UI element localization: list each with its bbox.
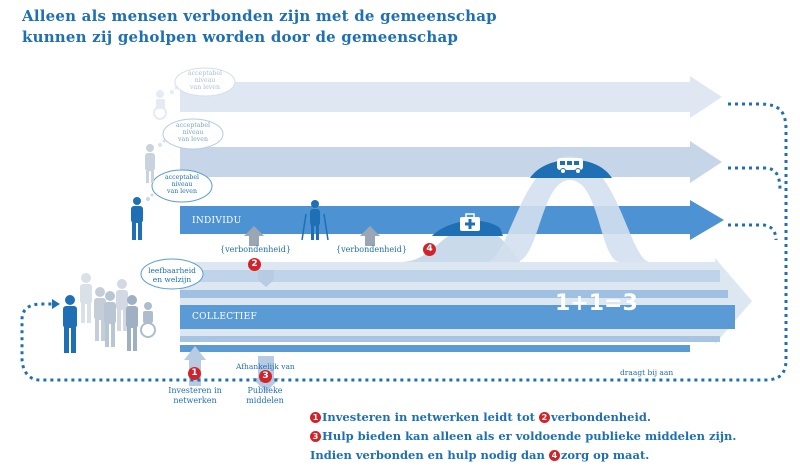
cloud-2-text: acceptabel niveau van leven: [168, 122, 218, 143]
publieke-line-2: middelen: [246, 396, 284, 405]
investeren-line-2: netwerken: [173, 396, 217, 405]
wheelchair-icon: [153, 90, 167, 120]
bubble-dots-1: [170, 86, 178, 94]
cloud-2-line-2: niveau: [182, 129, 204, 136]
medical-kit-icon: [460, 213, 480, 231]
marker-4: 4: [423, 243, 436, 256]
cloud-4-line-1: leefbaarheid: [148, 266, 196, 275]
cloud-1: [174, 67, 236, 97]
legend-num-2: 2: [538, 412, 550, 423]
big-arch: [485, 156, 650, 262]
person-icon: [104, 291, 116, 347]
legend-text-3b: zorg op maat.: [560, 448, 650, 462]
legend-num-3: 3: [310, 431, 321, 442]
verbondenheid-text-1: verbondenheid: [225, 245, 286, 254]
cloud-1-text: acceptabel niveau van leven: [180, 70, 230, 91]
person-icon: [126, 295, 138, 351]
cloud-4: [140, 258, 204, 290]
cloud-3-line-2: niveau: [171, 181, 193, 188]
publieke-line-1: Publieke: [247, 386, 283, 395]
lane-collectief: [180, 258, 752, 352]
ambulance-icon: [557, 158, 583, 174]
cloud-1-line-3: van leven: [190, 84, 220, 91]
person-icon: [63, 295, 77, 353]
legend-text-1b: verbondenheid.: [550, 410, 651, 424]
cloud-2-line-3: van leven: [178, 136, 208, 143]
person-icon: [94, 287, 106, 341]
draagt-label: draagt bij aan: [620, 368, 674, 377]
publieke-label: Publieke middelen: [240, 386, 290, 406]
marker-3: 3: [259, 370, 272, 383]
verbondenheid-arrow-2: [360, 226, 380, 246]
verbondenheid-text-2: verbondenheid: [341, 245, 402, 254]
cloud-2: [162, 118, 224, 150]
equation-label: 1+1=3: [555, 291, 638, 316]
verbondenheid-label-2: {verbondenheid}: [336, 245, 407, 254]
legend-num-1: 1: [310, 412, 321, 423]
page-title: Alleen als mensen verbonden zijn met de …: [22, 6, 497, 48]
cloud-2-line-1: acceptabel: [175, 122, 211, 129]
feedback-loop: [20, 102, 788, 382]
marker-2: 2: [248, 258, 261, 271]
lane-label-collectief: COLLECTIEF: [192, 312, 258, 322]
cloud-4-line-2: en welzijn: [152, 275, 192, 284]
wheelchair-icon: [140, 302, 156, 338]
lane-second: [180, 141, 722, 183]
cloud-3: [151, 169, 213, 203]
title-line-2: kunnen zij geholpen worden door de gemee…: [22, 28, 459, 46]
afhankelijk-label: Afhankelijk van: [236, 362, 295, 371]
cloud-4-text: leefbaarheid en welzijn: [142, 266, 202, 284]
cloud-3-line-1: acceptabel: [164, 174, 200, 181]
investeren-label: Investeren in netwerken: [160, 386, 230, 406]
cloud-3-line-3: van leven: [167, 188, 197, 195]
between-arrow: [258, 270, 274, 287]
cloud-3-text: acceptabel niveau van leven: [157, 174, 207, 195]
person-icon: [131, 197, 143, 240]
person-icon: [80, 273, 92, 323]
person-icon: [145, 144, 155, 183]
bubble-dots-3: [146, 193, 154, 201]
person-icon: [116, 279, 128, 331]
legend-text-2: Hulp bieden kan alleen als er voldoende …: [322, 429, 737, 443]
verbondenheid-arrow-1: [244, 226, 264, 246]
crutches-icon: [301, 200, 329, 241]
lane-top: [180, 76, 722, 118]
legend-text-1a: Investeren in netwerken leidt tot: [322, 410, 539, 424]
bubble-dots-2: [158, 139, 166, 147]
cloud-1-line-2: niveau: [194, 77, 216, 84]
marker-1: 1: [188, 367, 201, 380]
lane-label-individu: INDIVIDU: [192, 216, 242, 226]
verbondenheid-label-1: {verbondenheid}: [220, 245, 291, 254]
legend-text-3a: Indien verbonden en hulp nodig dan: [310, 448, 549, 462]
investeren-line-1: Investeren in: [168, 386, 222, 395]
legend-num-4: 4: [548, 450, 560, 461]
cloud-1-line-1: acceptabel: [187, 70, 223, 77]
title-line-1: Alleen als mensen verbonden zijn met de …: [22, 7, 497, 25]
